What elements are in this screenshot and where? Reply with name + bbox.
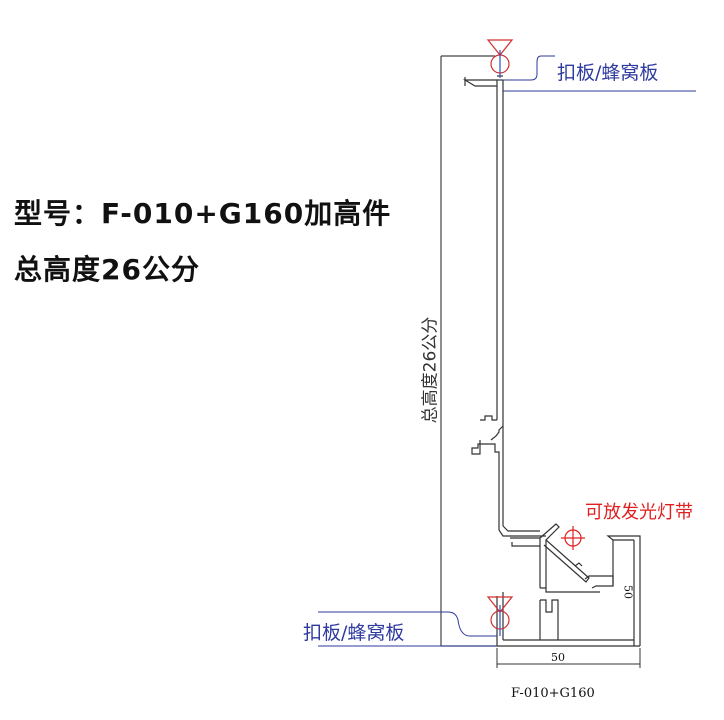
top-fastener-marker (486, 39, 514, 78)
main-profile (471, 80, 546, 537)
total-height-annotation: 总高度26公分 (420, 316, 441, 424)
top-clip (462, 75, 503, 87)
height-dimension-value: 50 (621, 585, 635, 599)
led-crosshair-icon (561, 526, 585, 550)
width-dimension (496, 648, 641, 668)
model-title: 型号：F-010+G160加高件 (14, 197, 392, 230)
lower-bracket (510, 523, 641, 646)
bottom-panel-label: 扣板/蜂窝板 (303, 622, 405, 644)
top-panel-label: 扣板/蜂窝板 (557, 62, 659, 84)
bottom-channel (496, 592, 640, 647)
bottom-label-leader (318, 611, 497, 647)
height-frame (440, 55, 497, 647)
drawing-caption: F-010+G160 (511, 686, 595, 701)
led-strip-label: 可放发光灯带 (585, 502, 693, 523)
top-label-leader (503, 55, 696, 92)
height-title: 总高度26公分 (14, 253, 200, 286)
bottom-fastener-marker (486, 596, 514, 636)
width-dimension-value: 50 (551, 651, 565, 664)
